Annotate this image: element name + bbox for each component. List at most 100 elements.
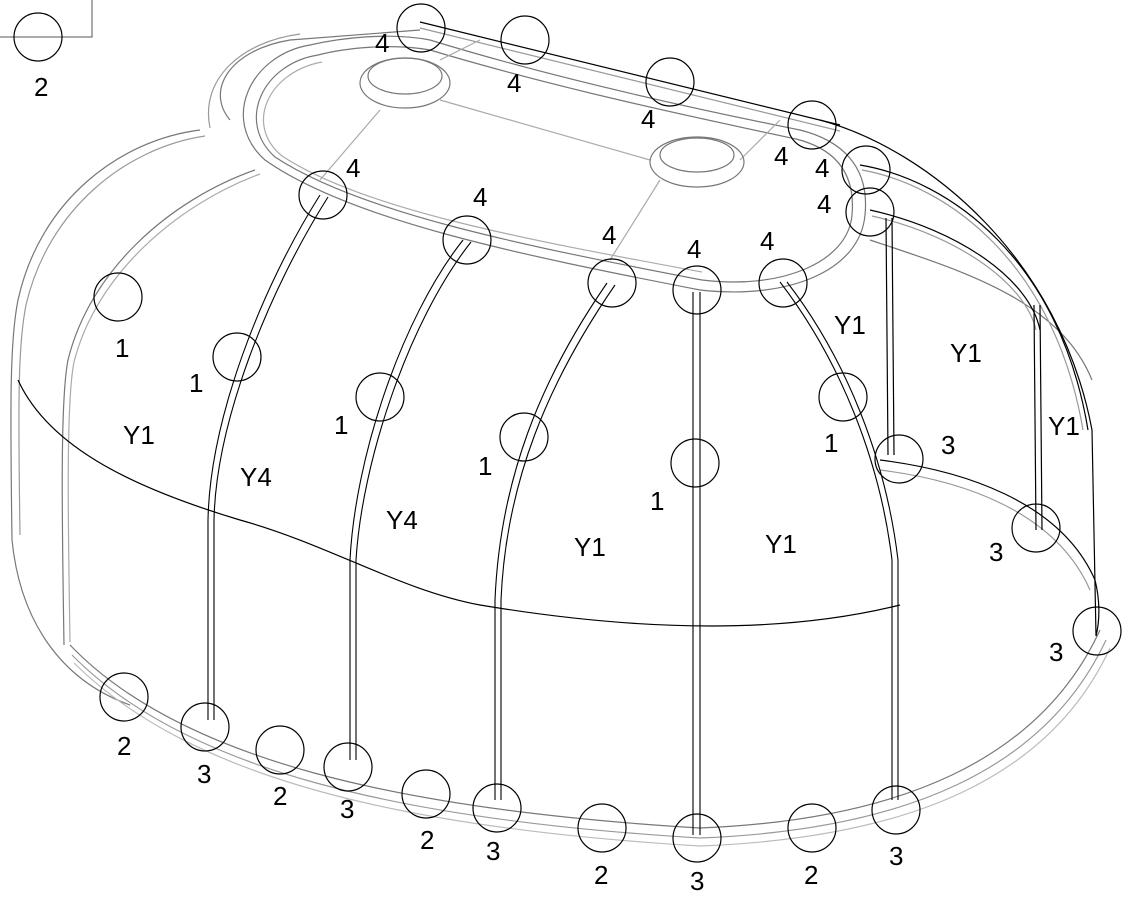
callout-3r1 [874,434,924,484]
callout-top-4a [396,3,446,53]
right-waist [869,239,1093,381]
callout-rib-4d [672,265,722,315]
callout-1d [499,412,549,462]
callout-b7 [577,803,627,853]
left-dome-inner [18,135,206,536]
label-panel: Y1 [574,532,606,562]
right-dome-arc-3 [861,169,1084,431]
callout-top-4c [645,57,695,107]
label-bottom: 2 [420,825,434,855]
callout-rib-4e [758,258,808,308]
label-bottom: 3 [889,841,903,871]
callout-b6 [472,783,522,833]
callout-3r2 [1011,503,1061,553]
rib-3-a [494,282,608,800]
right-end-rim [879,459,1100,637]
top-back-edge [419,21,841,126]
callout-b2 [180,702,230,752]
callout-1a [93,272,143,322]
label-bottom: 3 [486,836,500,866]
hatch-2-inner [659,137,735,173]
bottom-rim-inner [71,639,1107,839]
callout-1b [212,332,262,382]
label-bottom: 2 [804,860,818,890]
label-panel: Y4 [240,462,272,492]
legend-frame [0,0,93,38]
label-bottom: 2 [117,731,131,761]
label-right-3: 3 [1049,637,1063,667]
callout-b9 [787,803,837,853]
callout-rib-4b [442,215,492,265]
right-post-2 [1039,304,1043,531]
callout-1f [818,372,868,422]
back-rim [219,29,421,121]
callout-1e [670,438,720,488]
label-panel: Y1 [123,420,155,450]
left-rib-back-inner [67,173,261,643]
label-rib-1: 1 [478,451,492,481]
callout-3r3 [1072,606,1122,656]
callout-b10 [871,785,921,835]
label-right-3: 3 [989,537,1003,567]
label-bottom: 3 [690,866,704,896]
lid-line-1 [319,109,381,181]
callouts [93,3,1122,863]
right-dome-arc-2 [859,164,1089,431]
callout-b8 [672,813,722,863]
lid-line-4 [609,179,661,261]
waist-line [17,379,901,627]
label-top-4: 4 [473,182,487,212]
rib-5-a [779,281,893,800]
right-end-rim-inner [879,469,1091,591]
top-back-edge-2 [419,27,841,132]
callout-top-4e [841,145,891,195]
rib-2-b [355,241,472,760]
tank-body [10,21,1111,847]
right-post-4 [891,217,895,456]
label-bottom: 2 [273,781,287,811]
rib-2-a [349,239,464,760]
hatch-2-outer [649,136,745,188]
label-right-3: 3 [941,430,955,460]
label-bottom: 3 [340,794,354,824]
ribs [207,194,899,835]
bottom-rim-inner2 [73,647,1111,847]
label-top-4: 4 [817,189,831,219]
label-panel: Y1 [834,310,866,340]
label-top-4: 4 [346,153,360,183]
callout-top-4f [845,187,895,237]
callout-rib-4a [298,170,348,220]
right-end-edge [1091,429,1097,637]
label-top-4: 4 [641,104,655,134]
right-dome-arc-5 [871,215,1037,331]
callout-b1 [99,672,149,722]
rib-3-b [500,284,616,800]
label-panel: Y1 [765,529,797,559]
callout-b5 [401,769,451,819]
label-top-4: 4 [602,220,616,250]
label-top-4: 4 [760,226,774,256]
lid-inner-2 [263,61,703,273]
label-rib-1: 1 [650,486,664,516]
legend: 2 [0,0,93,102]
label-bottom: 2 [594,860,608,890]
label-rib-1: 1 [824,428,838,458]
rib-1-a [207,194,321,720]
label-panel: Y1 [950,338,982,368]
lid-line-2 [439,99,651,161]
callout-b3 [255,725,305,775]
lid-inner [255,46,854,283]
rib-5-b [786,281,899,800]
label-rib-1: 1 [189,368,203,398]
label-top-4: 4 [774,141,788,171]
hatch-1-inner [367,57,443,95]
callout-b4 [323,742,373,792]
lid-outer [242,35,867,293]
legend-circle [13,12,63,62]
right-post-3 [885,217,889,456]
lid-line-3 [439,39,481,61]
bottom-rim-outer [69,629,1101,829]
legend-label: 2 [34,72,48,102]
